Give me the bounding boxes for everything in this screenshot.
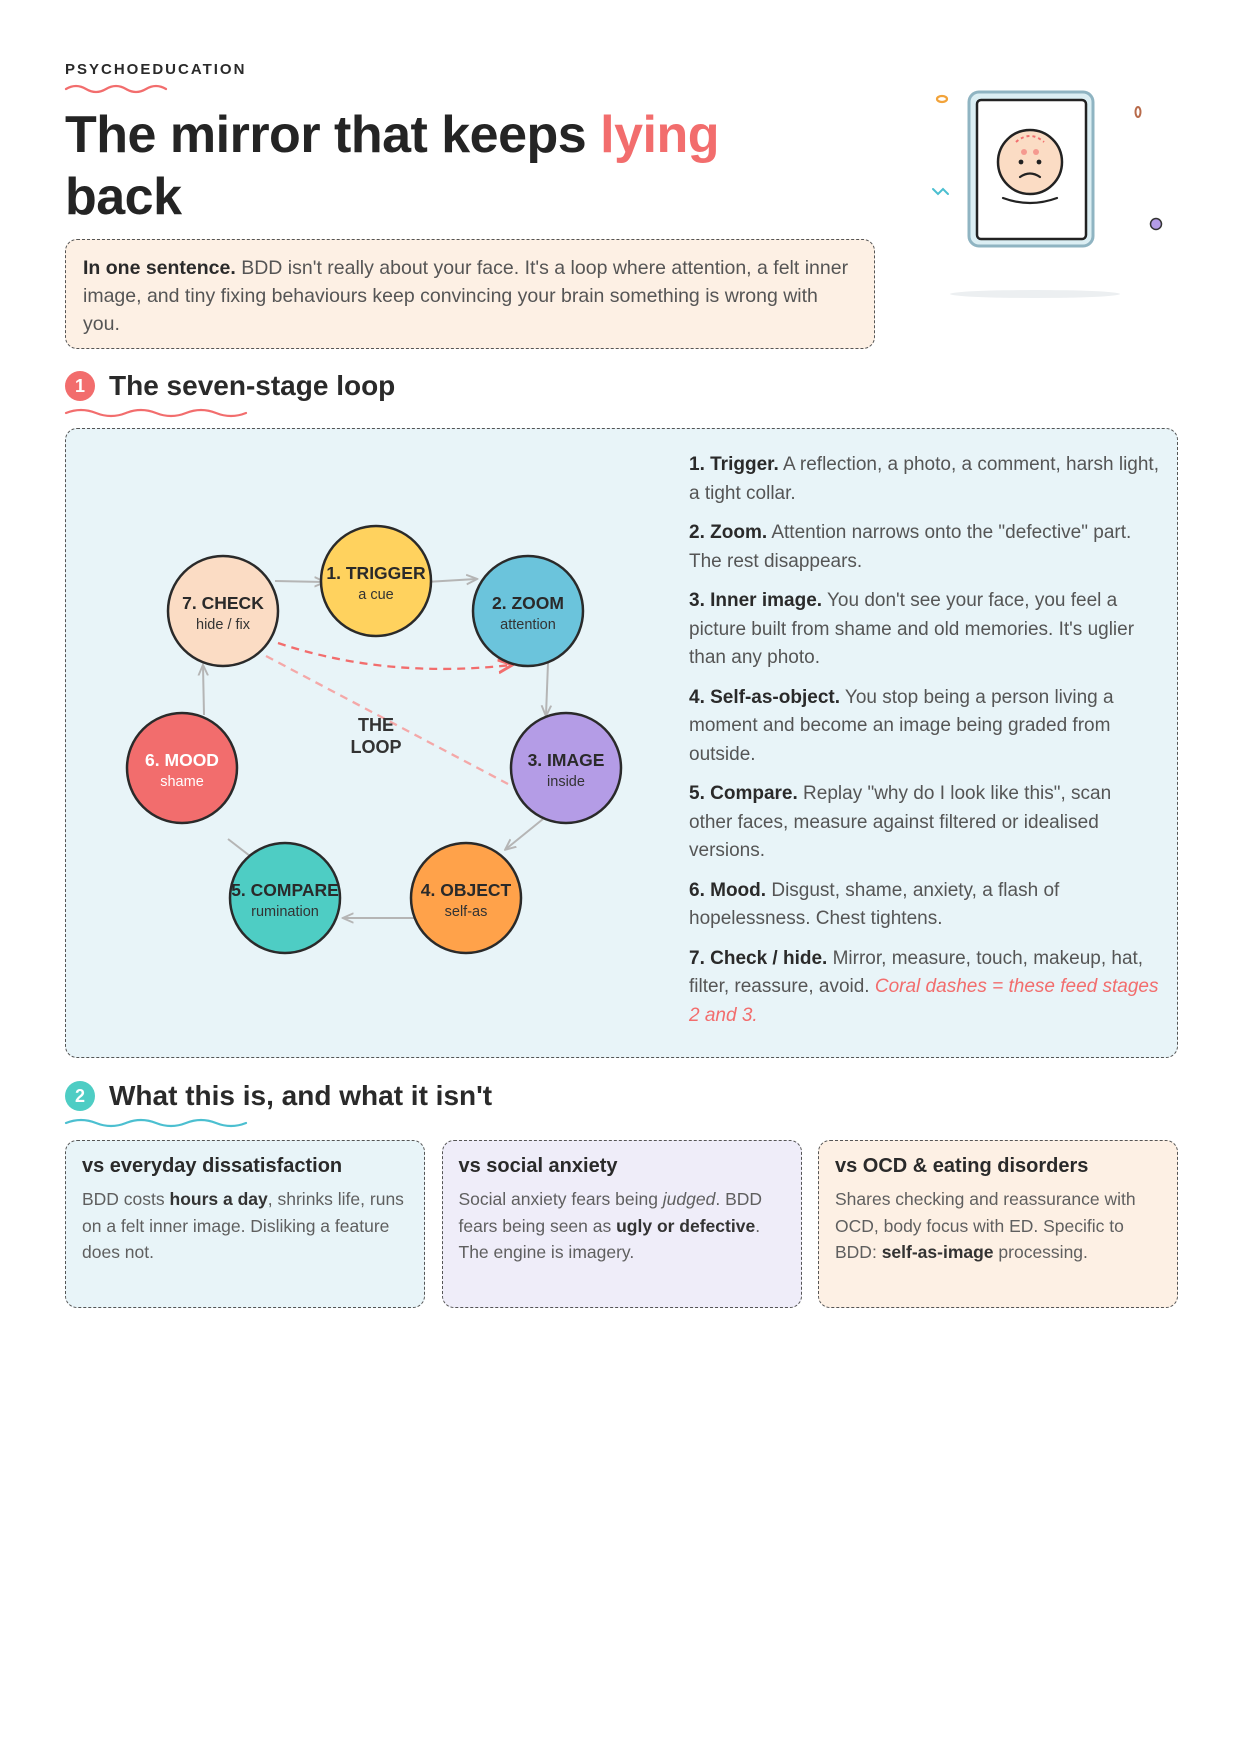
loop-node-trigger: 1. TRIGGER a cue — [319, 524, 433, 638]
connector-mood-check — [203, 666, 204, 716]
section-heading-comparison: 2 What this is, and what it isn't — [65, 1080, 492, 1112]
summary-box: In one sentence. BDD isn't really about … — [65, 239, 875, 349]
loop-diagram: THE LOOP 1. TRIGGER a cue 2. ZOOM attent… — [125, 524, 623, 955]
card-ocd-eating-disorders: vs OCD & eating disorders Shares checkin… — [818, 1140, 1178, 1308]
card-everyday-dissatisfaction: vs everyday dissatisfaction BDD costs ho… — [65, 1140, 425, 1308]
node-sub: inside — [547, 774, 585, 790]
page-title: The mirror that keeps lying back — [65, 106, 719, 226]
section-heading-loop: 1 The seven-stage loop — [65, 370, 395, 402]
node-sub: rumination — [251, 904, 319, 920]
mirror-shadow — [950, 290, 1120, 298]
section-number-badge: 2 — [65, 1081, 95, 1111]
card-social-anxiety: vs social anxiety Social anxiety fears b… — [441, 1140, 802, 1308]
decor-dot-icon — [1134, 106, 1142, 118]
loop-node-mood: 6. MOOD shame — [125, 711, 239, 825]
stage-item: 4. Self-as-object. You stop being a pers… — [689, 686, 1114, 765]
stage-item: 6. Mood. Disgust, shame, anxiety, a flas… — [689, 879, 1060, 930]
decor-squiggle-icon — [932, 187, 949, 196]
section-number-badge: 1 — [65, 371, 95, 401]
node-sub: self-as — [445, 904, 488, 920]
card-title: vs social anxiety — [458, 1155, 618, 1177]
card-body: BDD costs hours a day, shrinks life, run… — [82, 1189, 404, 1262]
section-underline — [64, 408, 248, 418]
node-title: 6. MOOD — [145, 750, 219, 770]
connector-zoom-image — [546, 662, 548, 715]
node-sub: a cue — [358, 587, 393, 603]
loop-center-label: LOOP — [350, 737, 401, 757]
node-sub: shame — [160, 774, 204, 790]
section-title: The seven-stage loop — [109, 370, 396, 401]
section-underline — [64, 1118, 248, 1128]
stage-item: 2. Zoom. Attention narrows onto the "def… — [689, 522, 1132, 572]
node-title: 3. IMAGE — [528, 750, 605, 770]
node-title: 2. ZOOM — [492, 593, 564, 613]
loop-center-label: THE — [358, 715, 394, 735]
eyebrow-label: PSYCHOEDUCATION — [65, 61, 247, 78]
stage-item: 5. Compare. Replay "why do I look like t… — [689, 783, 1112, 861]
decor-dot-icon — [935, 94, 949, 104]
sad-face-icon — [996, 128, 1064, 196]
node-title: 7. CHECK — [182, 593, 264, 613]
eyebrow-underline — [64, 84, 168, 94]
node-sub: hide / fix — [196, 617, 251, 633]
connector-check-trigger — [274, 581, 324, 582]
summary-text: BDD isn't really about your face. It's a… — [83, 257, 849, 335]
loop-node-object: 4. OBJECT self-as — [409, 841, 523, 955]
summary-lead: In one sentence. — [83, 257, 236, 279]
node-title: 5. COMPARE — [231, 880, 339, 900]
node-title: 4. OBJECT — [421, 880, 512, 900]
node-sub: attention — [500, 617, 556, 633]
title-accent-word: lying — [600, 106, 719, 164]
card-title: vs everyday dissatisfaction — [82, 1155, 343, 1177]
connector-image-object — [506, 818, 544, 849]
stage-item: 1. Trigger. A reflection, a photo, a com… — [689, 454, 1159, 504]
stage-list: 1. Trigger. A reflection, a photo, a com… — [689, 451, 1159, 1041]
decor-dot-icon — [1149, 217, 1163, 231]
mirror-illustration — [932, 90, 1163, 298]
legend-note: Coral dashes = these feed stages 2 and 3… — [689, 976, 1159, 1026]
feedback-check-to-zoom — [277, 641, 511, 669]
feedback-check-to-image — [265, 654, 509, 786]
stage-item: 7. Check / hide. Mirror, measure, touch,… — [689, 947, 1159, 1026]
node-title: 1. TRIGGER — [326, 563, 426, 583]
comparison-cards: vs everyday dissatisfaction BDD costs ho… — [65, 1140, 1178, 1308]
card-body: Shares checking and reassurance with OCD… — [835, 1189, 1136, 1262]
loop-node-check: 7. CHECK hide / fix — [166, 554, 280, 668]
section-title: What this is, and what it isn't — [109, 1080, 493, 1111]
stage-item: 3. Inner image. You don't see your face,… — [689, 590, 1135, 668]
connector-trigger-zoom — [425, 579, 476, 582]
loop-panel: THE LOOP 1. TRIGGER a cue 2. ZOOM attent… — [65, 428, 1178, 1058]
loop-node-compare: 5. COMPARE rumination — [228, 841, 342, 955]
card-title: vs OCD & eating disorders — [835, 1155, 1089, 1177]
loop-node-image: 3. IMAGE inside — [509, 711, 623, 825]
loop-node-zoom: 2. ZOOM attention — [471, 554, 585, 668]
card-body: Social anxiety fears being judged. BDD f… — [458, 1189, 763, 1262]
